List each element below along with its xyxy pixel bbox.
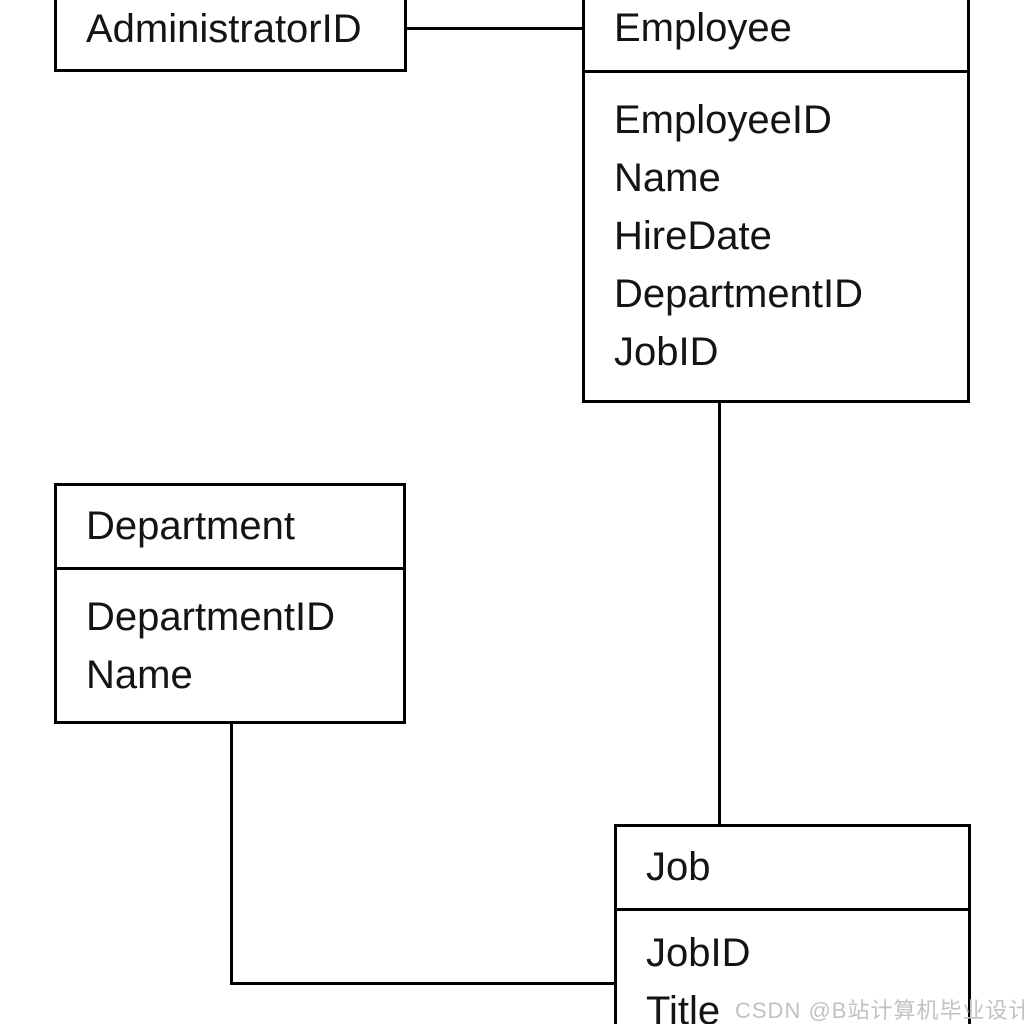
field-jobid: JobID [646, 931, 751, 975]
entity-employee-fields: EmployeeID Name HireDate DepartmentID Jo… [585, 70, 967, 381]
entity-job-title: Job [646, 845, 711, 889]
connector-administrator-employee [406, 27, 583, 30]
field-name: Name [86, 653, 193, 697]
entity-job-fields: JobID Title [617, 908, 968, 1024]
field-employeeid: EmployeeID [614, 98, 832, 142]
entity-employee-title: Employee [614, 6, 792, 50]
field-jobid: JobID [614, 330, 719, 374]
field-departmentid: DepartmentID [86, 595, 335, 639]
entity-administrator: AdministratorID [54, 0, 407, 72]
field-name: Name [614, 156, 721, 200]
connector-employee-job [718, 401, 721, 825]
connector-department-job-vertical-segment [230, 723, 233, 985]
entity-department: Department DepartmentID Name [54, 483, 406, 724]
entity-employee: Employee EmployeeID Name HireDate Depart… [582, 0, 970, 403]
field-title: Title [646, 989, 721, 1024]
entity-administrator-title: AdministratorID [86, 7, 362, 51]
entity-job: Job JobID Title [614, 824, 971, 1024]
field-hiredate: HireDate [614, 214, 772, 258]
csdn-watermark: CSDN @B站计算机毕业设计大学 [735, 998, 1024, 1023]
entity-department-title: Department [86, 504, 295, 548]
entity-department-fields: DepartmentID Name [57, 567, 403, 704]
field-departmentid: DepartmentID [614, 272, 863, 316]
connector-department-job-horizontal-segment [230, 982, 616, 985]
